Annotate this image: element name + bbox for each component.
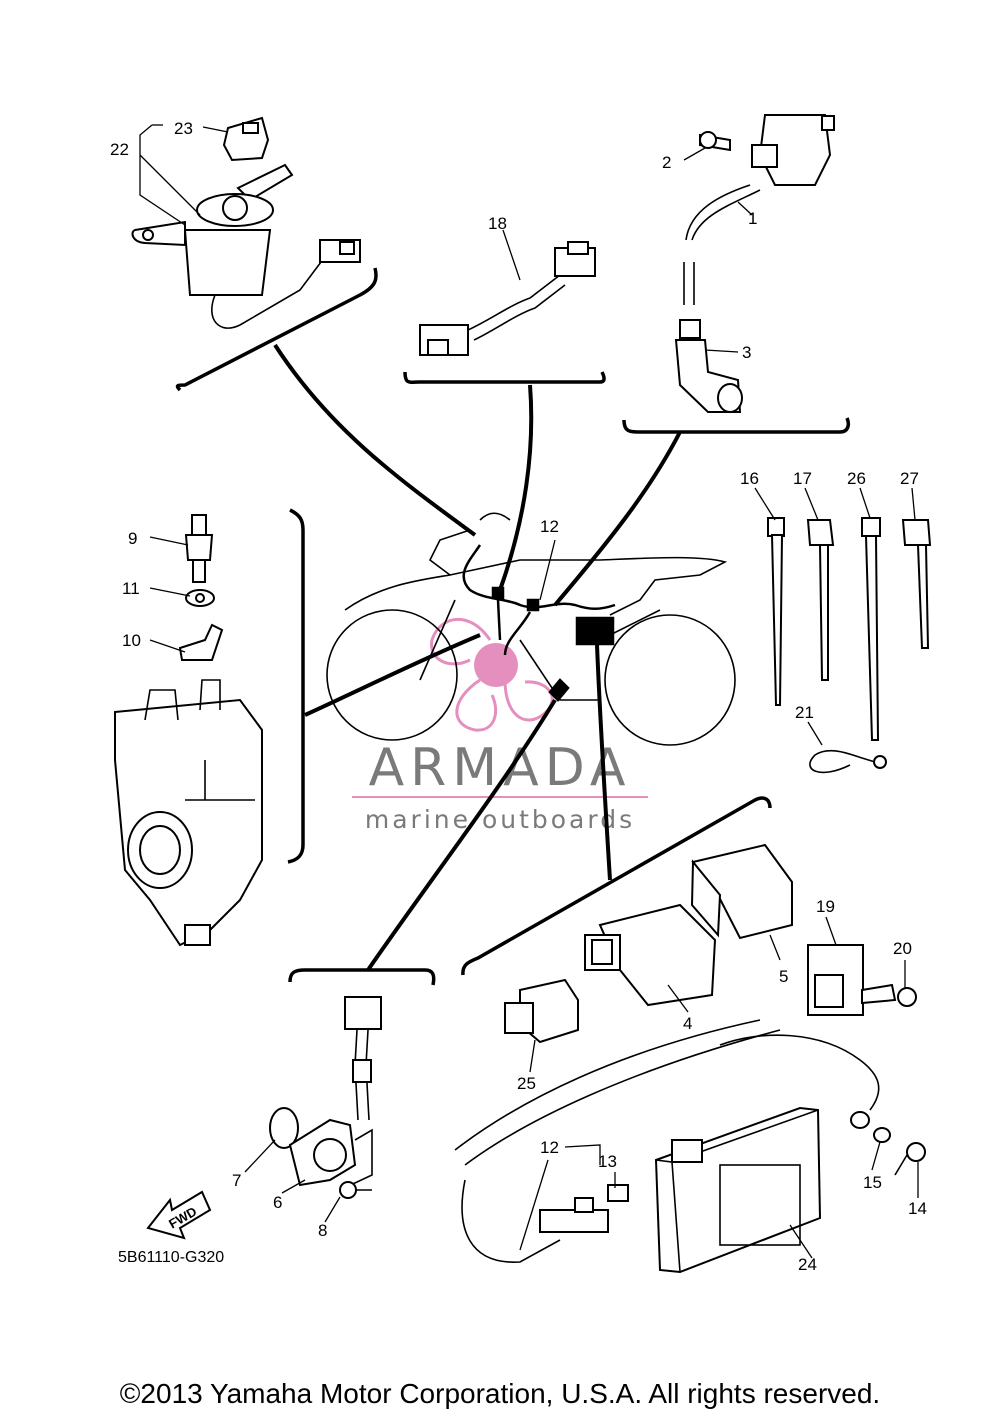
fwd-arrow-icon: FWD — [146, 1190, 212, 1240]
callout-12-harness: 12 — [540, 517, 559, 536]
callout-1: 1 — [748, 209, 757, 228]
callout-17: 17 — [793, 469, 812, 488]
leader-lines — [139, 124, 919, 1259]
callout-12-lower: 12 — [540, 1138, 559, 1157]
callout-5: 5 — [779, 967, 788, 986]
callout-2: 2 — [662, 153, 671, 172]
wiring-harness-main — [462, 544, 616, 702]
callout-10: 10 — [122, 631, 141, 650]
callout-14: 14 — [908, 1199, 927, 1218]
copyright-notice: ©2013 Yamaha Motor Corporation, U.S.A. A… — [119, 1378, 881, 1409]
group-brackets — [175, 267, 851, 986]
cable-ties-assembly — [767, 517, 932, 774]
callout-27: 27 — [900, 469, 919, 488]
ignition-coil-assembly — [674, 114, 835, 413]
group-pointers — [273, 343, 682, 972]
callout-18: 18 — [488, 214, 507, 233]
callout-21: 21 — [795, 703, 814, 722]
electrical-box-assembly — [504, 843, 917, 1044]
callout-7: 7 — [232, 1171, 241, 1190]
watermark-tagline: marine outboards — [365, 805, 635, 834]
callout-25: 25 — [517, 1074, 536, 1093]
callout-15: 15 — [863, 1173, 882, 1192]
callout-23: 23 — [174, 119, 193, 138]
drawing-code: 5B61110-G320 — [118, 1249, 224, 1266]
callout-22: 22 — [110, 140, 129, 159]
callout-26: 26 — [847, 469, 866, 488]
callout-24: 24 — [798, 1255, 817, 1274]
watermark-brand: ARMADA — [369, 738, 632, 798]
callout-8: 8 — [318, 1221, 327, 1240]
motorcycle-outline — [326, 512, 736, 746]
battery-assembly — [454, 1019, 926, 1274]
propeller-icon — [430, 617, 554, 732]
callout-11: 11 — [122, 579, 140, 598]
callout-3: 3 — [742, 343, 751, 362]
neutral-switch-assembly — [269, 996, 382, 1199]
sub-lead-assembly — [419, 241, 596, 356]
callout-4: 4 — [683, 1014, 692, 1033]
main-switch-assembly — [131, 116, 361, 329]
callout-9: 9 — [128, 529, 137, 548]
callout-16: 16 — [740, 469, 759, 488]
carburetor-assembly — [114, 514, 263, 947]
callout-13: 13 — [598, 1152, 617, 1171]
callout-19: 19 — [816, 897, 835, 916]
callout-labels: 1 2 3 4 5 6 7 8 9 10 11 12 12 13 14 15 1… — [110, 119, 927, 1274]
callout-6: 6 — [273, 1193, 282, 1212]
callout-20: 20 — [893, 939, 912, 958]
